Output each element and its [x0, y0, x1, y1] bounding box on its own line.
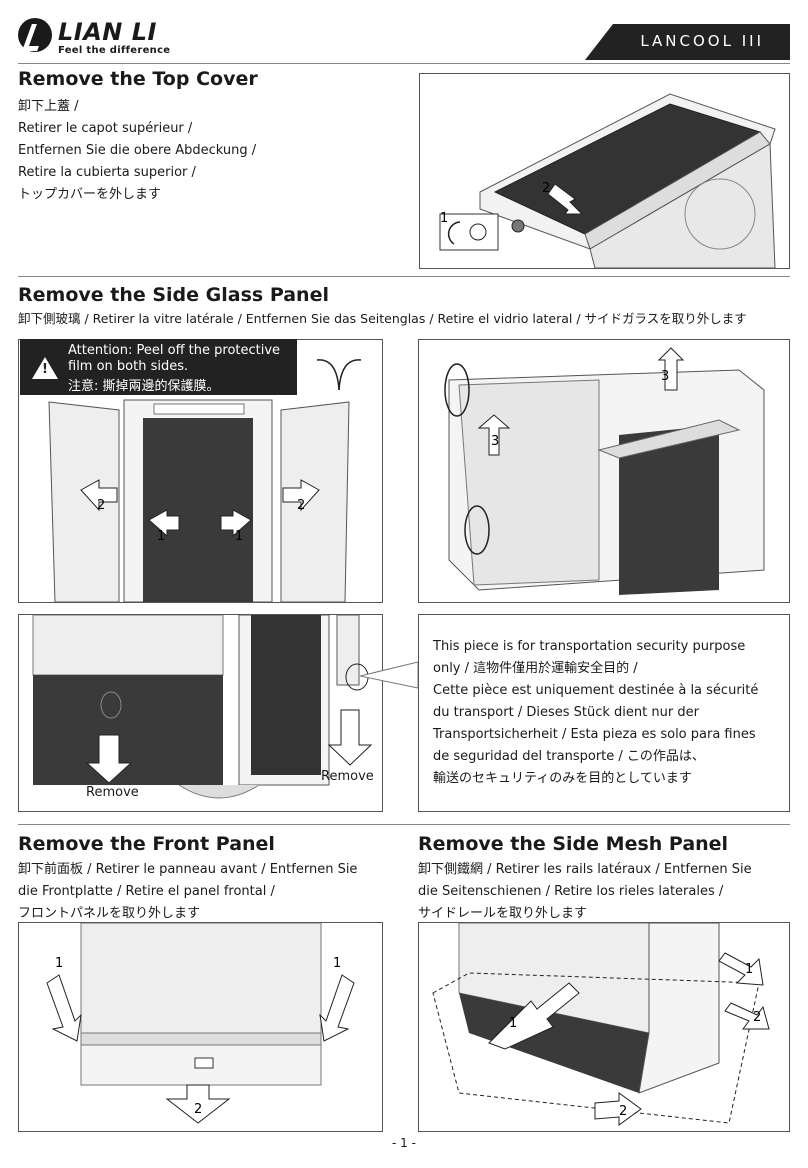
top-cover-line: 卸下上蓋 /: [18, 99, 79, 114]
lian-li-logo-icon: [18, 18, 52, 52]
front-panel-line: フロントパネルを取り外します: [18, 906, 201, 921]
step-1-left-label: 1: [157, 529, 165, 544]
top-cover-line: Retire la cubierta superior /: [18, 165, 196, 180]
attention-line-2: film on both sides.: [68, 359, 189, 374]
front-panel-title: Remove the Front Panel: [18, 833, 275, 855]
model-name: LANCOOL III: [640, 32, 764, 50]
step-1-mesh-label: 1: [509, 1016, 517, 1031]
page-number: - 1 -: [392, 1136, 416, 1150]
brand-name: LIAN LI: [58, 18, 157, 46]
side-mesh-line: サイドレールを取り外します: [418, 906, 588, 921]
callout-pointer: [360, 661, 419, 689]
side-glass-title: Remove the Side Glass Panel: [18, 284, 329, 306]
side-glass-angle-illustration: 3 3: [418, 339, 790, 603]
side-mesh-illustration: 1 1 2 2: [418, 922, 790, 1132]
top-cover-title: Remove the Top Cover: [18, 68, 258, 90]
step-2-right-label: 2: [297, 498, 305, 513]
transport-note-line: de seguridad del transporte / この作品は、: [433, 749, 705, 764]
transport-piece-illustration: [18, 614, 383, 812]
section-divider: [18, 824, 790, 825]
side-mesh-line: 卸下側鐵網 / Retirer les rails latéraux / Ent…: [418, 862, 752, 877]
transport-piece-diagram: [32, 615, 373, 799]
side-mesh-line: die Seitenschienen / Retire los rieles l…: [418, 884, 724, 899]
remove-label-right: Remove: [321, 769, 374, 784]
step-2-label: 2: [542, 181, 550, 196]
transport-note-box: [418, 614, 790, 812]
front-panel-instructions: 卸下前面板 / Retirer le panneau avant / Entfe…: [18, 859, 357, 925]
top-cover-line: トップカバーを外します: [18, 187, 162, 202]
top-cover-line: Entfernen Sie die obere Abdeckung /: [18, 143, 257, 158]
step-2-bottom-label: 2: [619, 1104, 627, 1119]
transport-note-line: Cette pièce est uniquement destinée à la…: [433, 683, 759, 698]
attention-banner: Attention: Peel off the protective film …: [20, 339, 297, 395]
side-glass-subtitle: 卸下側玻璃 / Retirer la vitre latérale / Entf…: [18, 311, 747, 326]
step-1-rail-label: 1: [745, 962, 753, 977]
top-cover-diagram: 2 1: [439, 93, 776, 268]
lian-li-logo: LIAN LI Feel the difference: [18, 18, 178, 56]
side-mesh-diagram: 1 1 2 2: [432, 923, 770, 1126]
top-cover-illustration: 2 1: [419, 73, 790, 269]
step-1-right-label: 1: [235, 529, 243, 544]
transport-note-line: du transport / Dieses Stück dient nur de…: [433, 705, 699, 720]
front-panel-line: die Frontplatte / Retire el panel fronta…: [18, 884, 275, 899]
transport-note-line: Transportsicherheit / Esta pieza es solo…: [433, 727, 756, 742]
side-mesh-title: Remove the Side Mesh Panel: [418, 833, 729, 855]
transport-note-line: This piece is for transportation securit…: [433, 639, 746, 654]
side-mesh-instructions: 卸下側鐵網 / Retirer les rails latéraux / Ent…: [418, 859, 752, 925]
side-glass-front-diagram: 2 2 1 1: [48, 359, 362, 602]
side-glass-front-illustration: 2 2 1 1: [18, 339, 383, 603]
model-banner: LANCOOL III: [585, 24, 790, 60]
top-cover-instructions: 卸下上蓋 / Retirer le capot supérieur / Entf…: [18, 96, 256, 206]
step-2-label: 2: [194, 1102, 202, 1117]
step-3-upper-label: 3: [661, 369, 669, 384]
header-divider: [18, 63, 790, 64]
step-1-left-label: 1: [55, 956, 63, 971]
brand-tagline: Feel the difference: [58, 45, 171, 56]
section-divider: [18, 276, 790, 277]
warning-icon: [32, 357, 58, 379]
top-cover-line: Retirer le capot supérieur /: [18, 121, 193, 136]
attention-line-1: Attention: Peel off the protective: [68, 343, 281, 358]
step-3-lower-label: 3: [491, 434, 499, 449]
transport-note: This piece is for transportation securit…: [433, 636, 758, 790]
attention-line-3: 注意: 撕掉兩邊的保護膜。: [68, 379, 220, 394]
transport-note-line: 輸送のセキュリティのみを目的としています: [433, 771, 692, 786]
step-2-left-label: 2: [97, 498, 105, 513]
step-1-label: 1: [440, 211, 448, 226]
remove-label-left: Remove: [86, 785, 139, 800]
front-panel-illustration: 1 1 2: [18, 922, 383, 1132]
side-glass-angle-diagram: 3 3: [444, 347, 765, 595]
step-1-right-label: 1: [333, 956, 341, 971]
step-2-rail-label: 2: [753, 1010, 761, 1025]
front-panel-line: 卸下前面板 / Retirer le panneau avant / Entfe…: [18, 862, 358, 877]
front-panel-diagram: 1 1 2: [46, 923, 355, 1124]
transport-note-line: only / 這物件僅用於運輸安全目的 /: [433, 661, 638, 676]
